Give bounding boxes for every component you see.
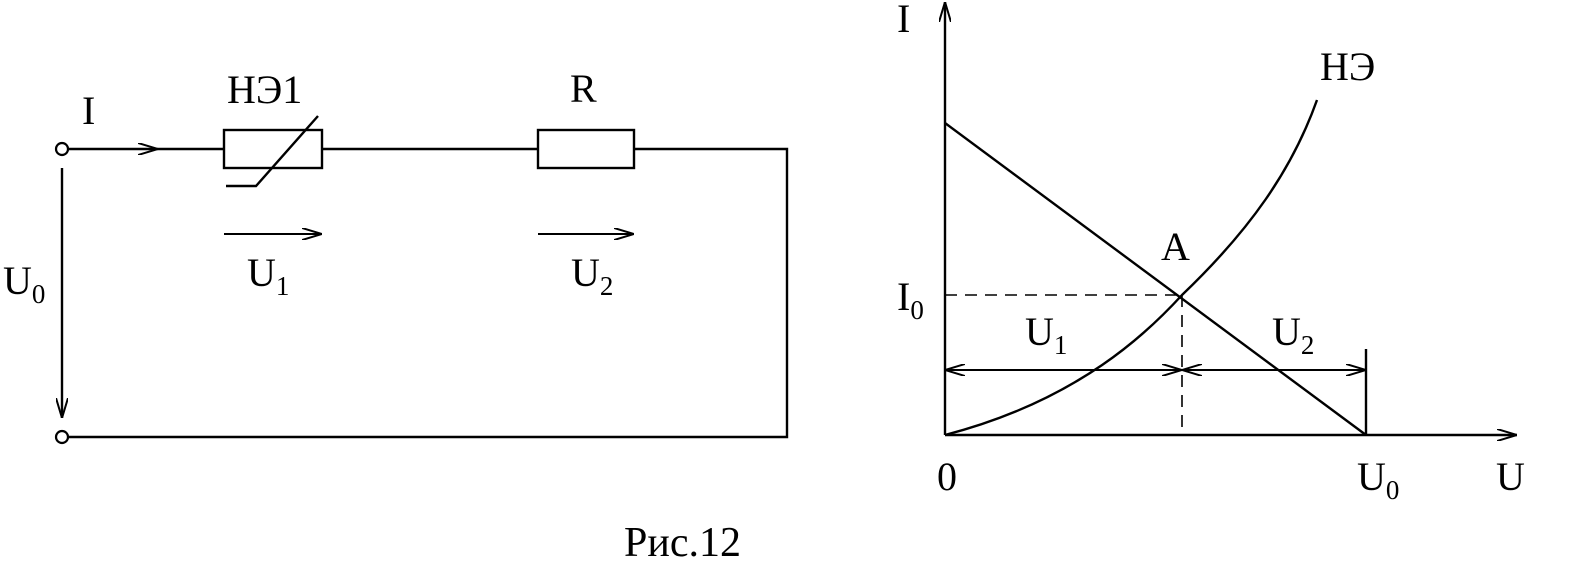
point-a-label: A: [1161, 224, 1190, 269]
i0-label: I0: [897, 274, 924, 325]
top-terminal: [54, 141, 70, 157]
figure-caption: Рис.12: [624, 520, 741, 566]
resistor-symbol: [536, 128, 636, 170]
current-label: I: [82, 88, 95, 133]
u0-label: U0: [1357, 454, 1399, 505]
nonlinear-element-symbol: [222, 115, 324, 188]
iv-graph: I U 0 НЭ A I0 U0 U1 U2: [897, 0, 1525, 505]
u2-label: U2: [571, 250, 613, 301]
wire-right-loop: [68, 147, 789, 439]
curve-label: НЭ: [1320, 44, 1375, 89]
circuit-schematic: I НЭ1 R U0 U1 U2: [3, 66, 789, 445]
source-voltage-label: U0: [3, 258, 45, 309]
bottom-terminal: [54, 429, 70, 445]
y-axis-label: I: [897, 0, 910, 41]
origin-label: 0: [937, 454, 957, 499]
graph-u2-label: U2: [1272, 309, 1314, 360]
x-axis-label: U: [1496, 454, 1525, 499]
element1-label: НЭ1: [227, 67, 302, 112]
load-line: [944, 122, 1367, 436]
graph-u1-label: U1: [1025, 309, 1067, 360]
nonlinear-curve: [944, 99, 1319, 437]
u1-label: U1: [247, 250, 289, 301]
resistor-label: R: [570, 66, 597, 111]
